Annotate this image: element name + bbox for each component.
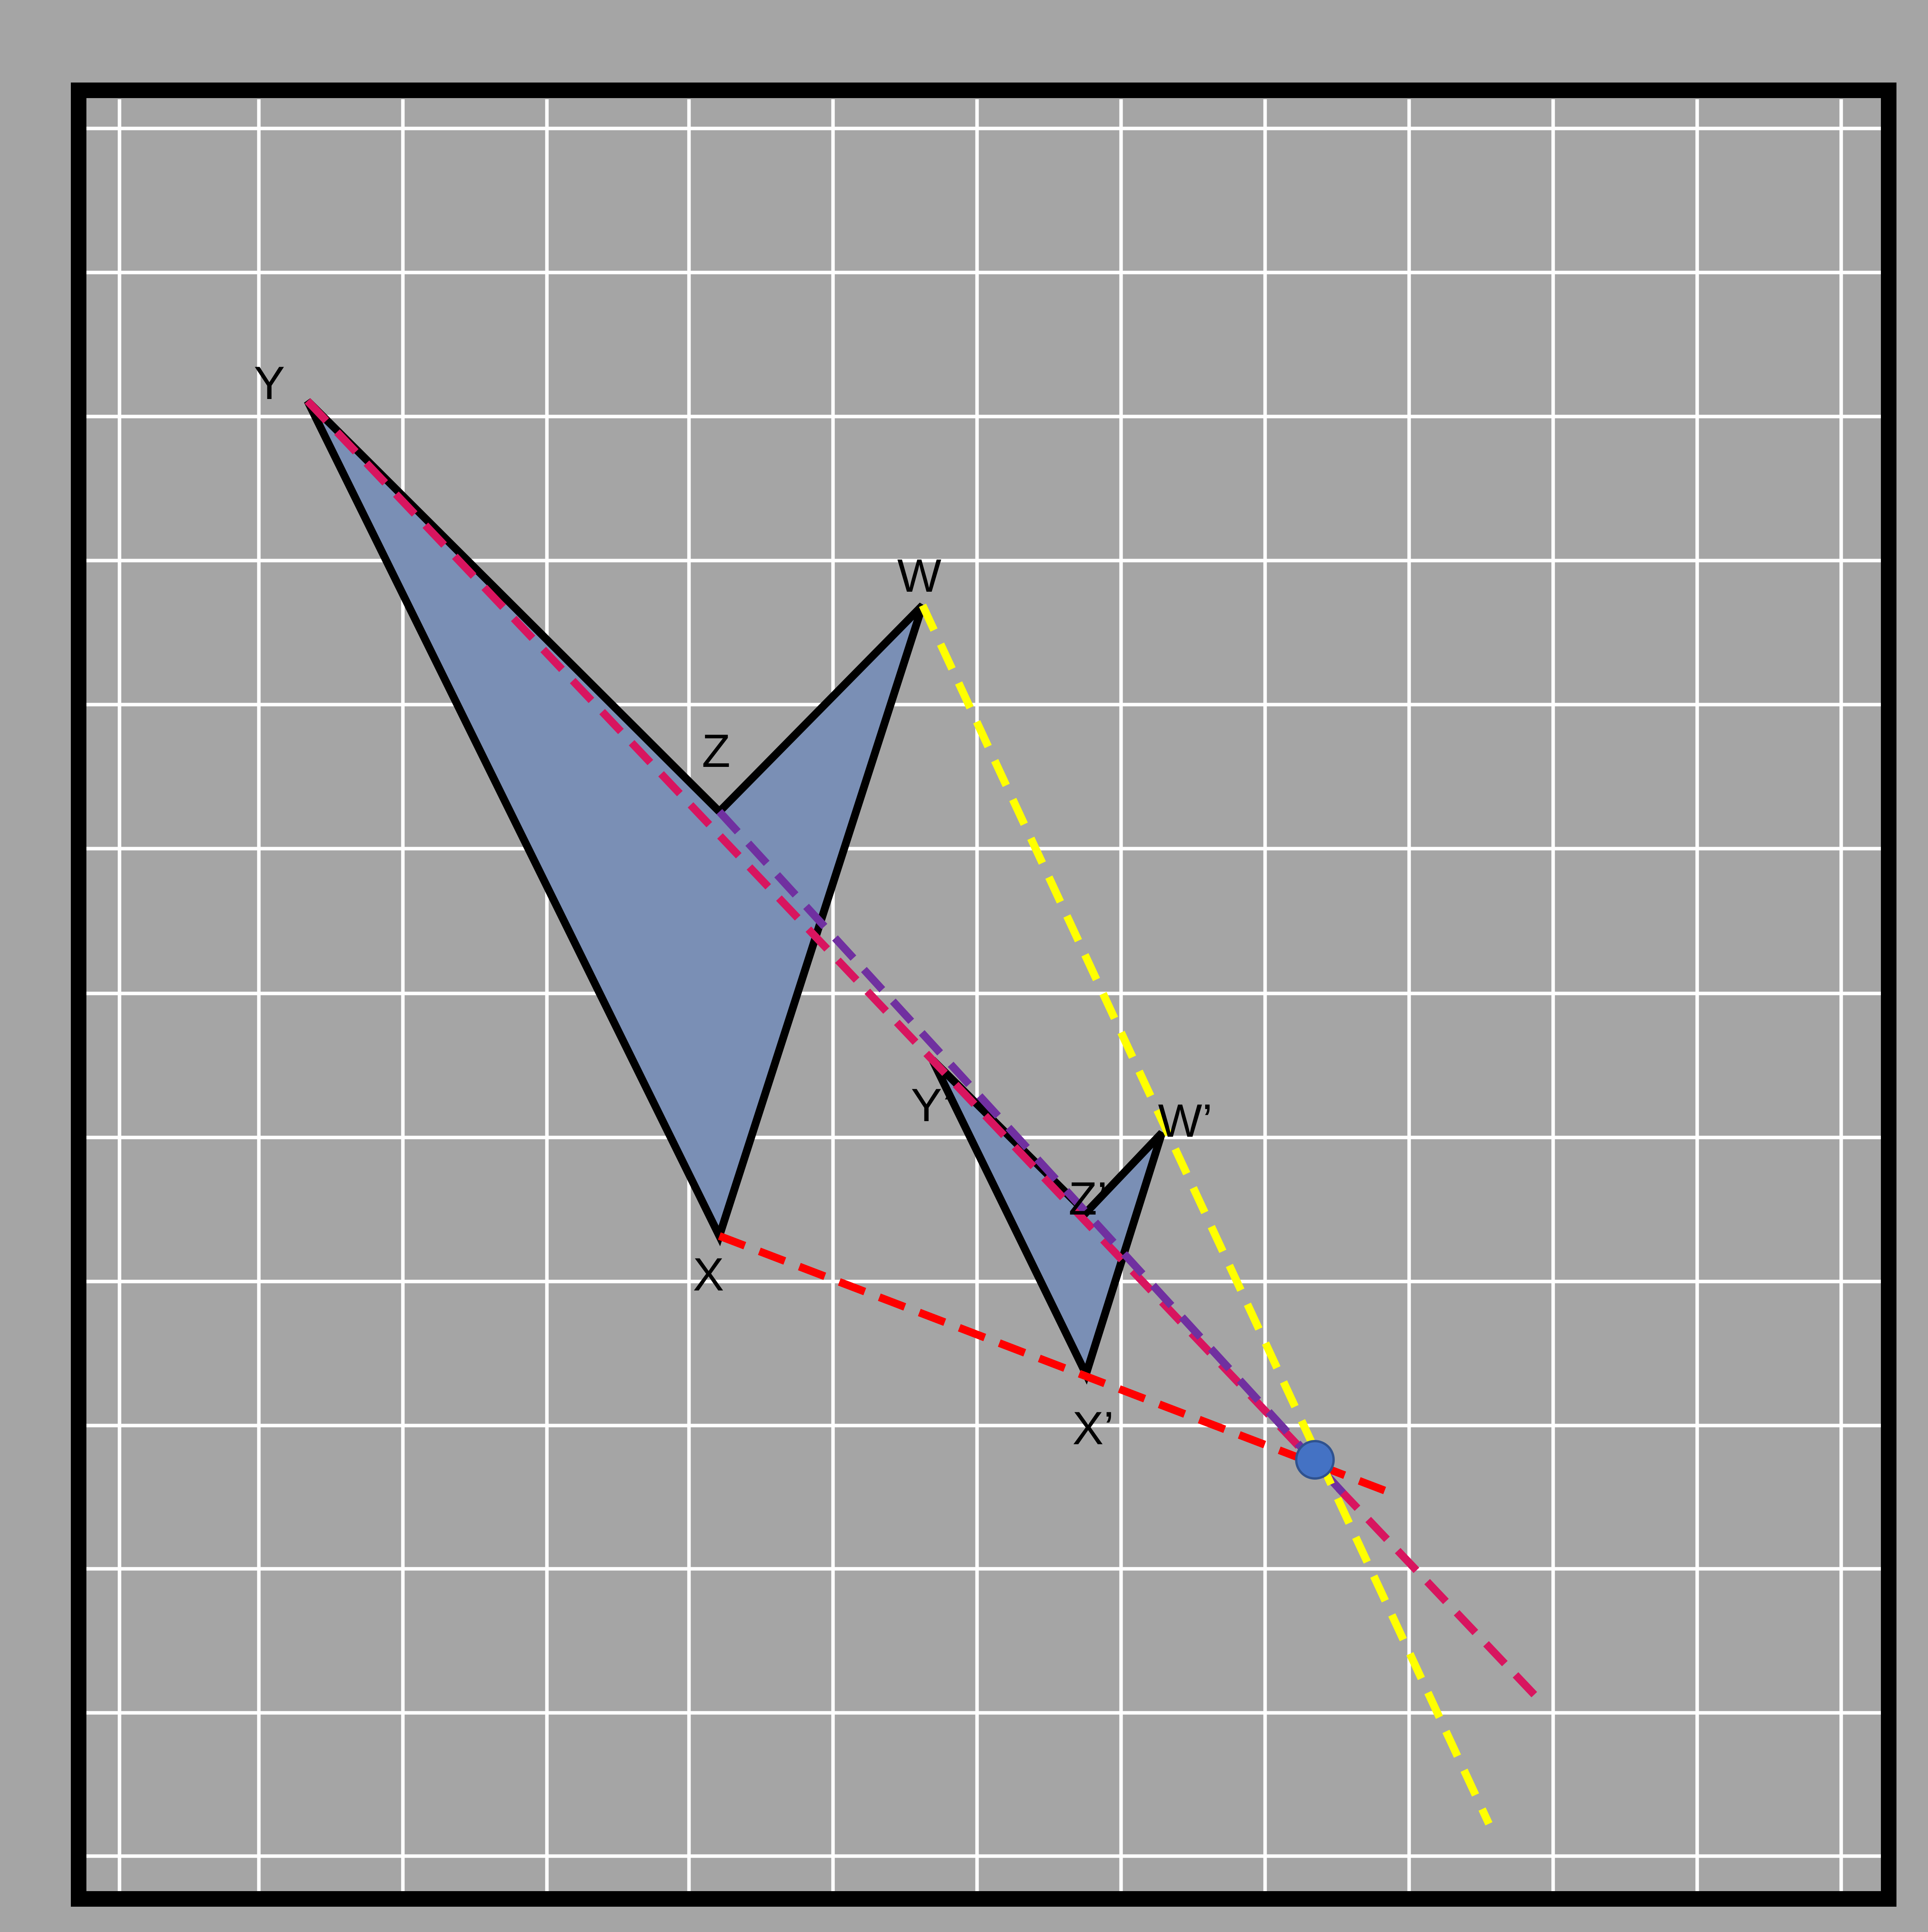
vertex-label-y: Y xyxy=(254,357,285,409)
dilation-ray-w xyxy=(919,603,1493,1826)
dilation-rays xyxy=(304,398,1547,1826)
vertex-label-w-prime: W’ xyxy=(1158,1095,1213,1147)
vertex-label-x: X xyxy=(693,1248,724,1301)
vertex-label-z: Z xyxy=(702,725,730,777)
grid-horizontal-lines xyxy=(86,127,1881,1858)
diagram-frame xyxy=(71,83,1896,1907)
center-of-dilation-point xyxy=(1295,1440,1335,1480)
dilation-ray-x xyxy=(718,1232,1387,1495)
dilation-ray-z xyxy=(716,809,1346,1496)
vertex-label-x-prime: X’ xyxy=(1072,1402,1114,1454)
grid xyxy=(86,99,1881,1891)
vertex-label-w: W xyxy=(897,550,941,602)
vertex-label-z-prime: Z’ xyxy=(1069,1173,1107,1225)
vertex-label-y-prime: Y’ xyxy=(911,1079,953,1131)
